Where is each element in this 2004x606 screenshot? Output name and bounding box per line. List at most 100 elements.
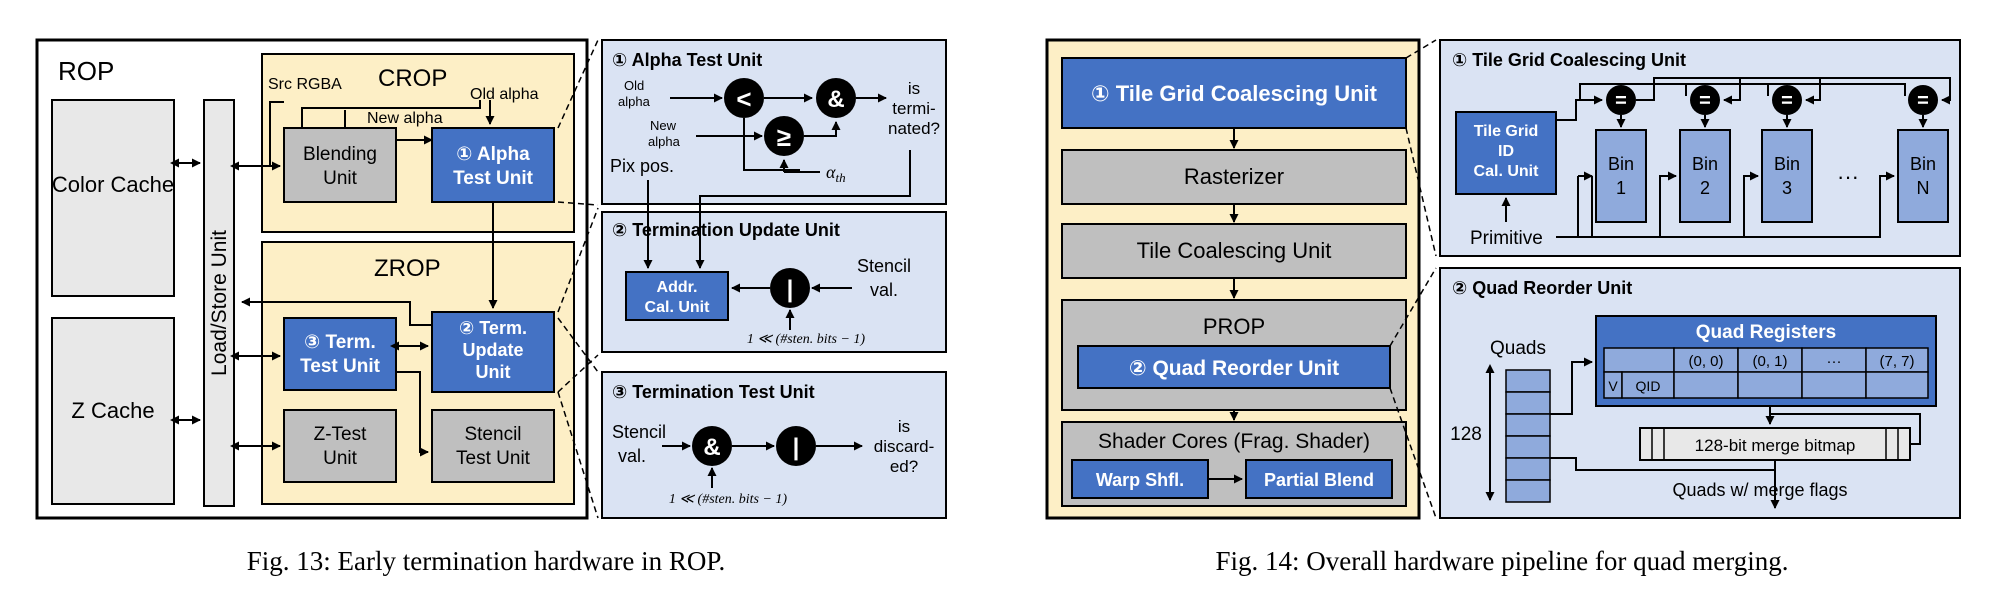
v-label: V bbox=[1608, 378, 1618, 394]
tile-grid-unit-label: ① Tile Grid Coalescing Unit bbox=[1091, 81, 1378, 106]
warp-shfl-box bbox=[1071, 459, 1209, 499]
rop-label: ROP bbox=[58, 56, 114, 86]
load-store-unit-box bbox=[203, 99, 235, 507]
color-cache-label: Color Cache bbox=[52, 172, 174, 197]
bins-ellipsis: ··· bbox=[1837, 164, 1859, 189]
prop-label: PROP bbox=[1203, 314, 1265, 339]
quad-reorder-detail-title: ② Quad Reorder Unit bbox=[1452, 278, 1632, 298]
eq-symbol-n: = bbox=[1917, 90, 1929, 112]
termination-test-detail-title: ③ Termination Test Unit bbox=[612, 382, 815, 402]
geq-symbol: ≥ bbox=[777, 122, 791, 152]
bin-n-box bbox=[1897, 129, 1949, 223]
fig13: ROP Color Cache Z Cache Load/Store Unit … bbox=[35, 38, 947, 576]
bin-1-box bbox=[1595, 129, 1647, 223]
zrop-title: ZROP bbox=[374, 255, 441, 282]
eq-symbol-1: = bbox=[1615, 90, 1627, 112]
crop-title: CROP bbox=[378, 65, 447, 92]
fig13-caption: Fig. 13: Early termination hardware in R… bbox=[247, 546, 725, 576]
warp-shfl-label: Warp Shfl. bbox=[1096, 470, 1184, 490]
color-cache-box bbox=[51, 99, 175, 297]
fig14-caption: Fig. 14: Overall hardware pipeline for q… bbox=[1215, 546, 1788, 576]
z-test-unit-box bbox=[283, 409, 397, 483]
partial-blend-box bbox=[1245, 459, 1393, 499]
eq-symbol-2: = bbox=[1699, 90, 1711, 112]
addr-cal-unit-box bbox=[625, 271, 729, 321]
z-cache-label: Z Cache bbox=[71, 398, 154, 423]
fig14: ① Tile Grid Coalescing Unit Rasterizer T… bbox=[1045, 38, 1961, 576]
old-alpha-label: Old alpha bbox=[470, 86, 539, 103]
stencil-test-unit-box bbox=[431, 409, 555, 483]
new-alpha-label: New alpha bbox=[367, 110, 443, 127]
term-test-unit-label: ③ Term.Test Unit bbox=[300, 332, 381, 377]
eq-gate-3 bbox=[1772, 85, 1802, 115]
term-update-unit-box bbox=[431, 311, 555, 393]
tile-coalescing-unit-label: Tile Coalescing Unit bbox=[1137, 238, 1332, 263]
tile-coalescing-unit-box bbox=[1061, 223, 1407, 279]
and-symbol: & bbox=[827, 86, 844, 113]
z-cache-box bbox=[51, 317, 175, 505]
rasterizer-label: Rasterizer bbox=[1184, 164, 1284, 189]
and-gate-test bbox=[692, 426, 732, 466]
alpha-test-detail-title: ① Alpha Test Unit bbox=[612, 50, 762, 70]
reg-col-0-1: (0, 1) bbox=[1752, 353, 1787, 370]
pix-pos-label: Pix pos. bbox=[610, 156, 674, 176]
and-symbol-test: & bbox=[703, 434, 720, 461]
addr-cal-unit-label: Addr.Cal. Unit bbox=[645, 279, 711, 316]
geq-gate bbox=[764, 116, 804, 156]
or-gate-test bbox=[776, 426, 816, 466]
tile-grid-id-unit-box bbox=[1455, 111, 1557, 195]
eq-symbol-3: = bbox=[1781, 90, 1793, 112]
term-test-unit-box bbox=[283, 317, 397, 391]
eq-gate-n bbox=[1908, 85, 1938, 115]
less-than-gate bbox=[724, 78, 764, 118]
alpha-test-unit-box bbox=[431, 127, 555, 203]
quad-reorder-unit-box bbox=[1077, 345, 1391, 389]
reg-col-0-0: (0, 0) bbox=[1688, 353, 1723, 370]
eq-gate-1 bbox=[1606, 85, 1636, 115]
termination-update-detail-title: ② Termination Update Unit bbox=[612, 220, 840, 240]
less-than-symbol: < bbox=[736, 84, 751, 114]
quads-label: Quads bbox=[1490, 338, 1546, 359]
termination-test-detail-panel bbox=[601, 371, 947, 519]
or-symbol-test: | bbox=[793, 434, 800, 461]
register-grid bbox=[1603, 347, 1929, 399]
shader-cores-label: Shader Cores (Frag. Shader) bbox=[1098, 430, 1370, 453]
or-symbol-update: | bbox=[787, 276, 794, 303]
partial-blend-label: Partial Blend bbox=[1264, 470, 1374, 490]
load-store-unit-label: Load/Store Unit bbox=[208, 230, 231, 376]
qid-label: QID bbox=[1636, 378, 1661, 394]
and-gate bbox=[816, 78, 856, 118]
bin-3-box bbox=[1761, 129, 1813, 223]
eq-gate-2 bbox=[1690, 85, 1720, 115]
or-gate-update bbox=[770, 268, 810, 308]
bin-2-box bbox=[1679, 129, 1731, 223]
primitive-label: Primitive bbox=[1470, 228, 1543, 249]
shift-expr-update: 1 ≪ (#sten. bits − 1) bbox=[747, 332, 866, 347]
depth-label: 128 bbox=[1450, 424, 1482, 445]
quad-buffer bbox=[1505, 369, 1551, 503]
quad-reorder-unit-label: ② Quad Reorder Unit bbox=[1129, 357, 1339, 380]
reg-col-7-7: (7, 7) bbox=[1879, 353, 1914, 370]
quad-registers-title: Quad Registers bbox=[1696, 322, 1836, 343]
blending-unit-box bbox=[283, 127, 397, 203]
shift-expr-test: 1 ≪ (#sten. bits − 1) bbox=[669, 492, 788, 507]
src-rgba-label: Src RGBA bbox=[268, 76, 342, 93]
merge-bitmap-label: 128-bit merge bitmap bbox=[1695, 436, 1856, 455]
tile-grid-detail-title: ① Tile Grid Coalescing Unit bbox=[1452, 50, 1686, 70]
